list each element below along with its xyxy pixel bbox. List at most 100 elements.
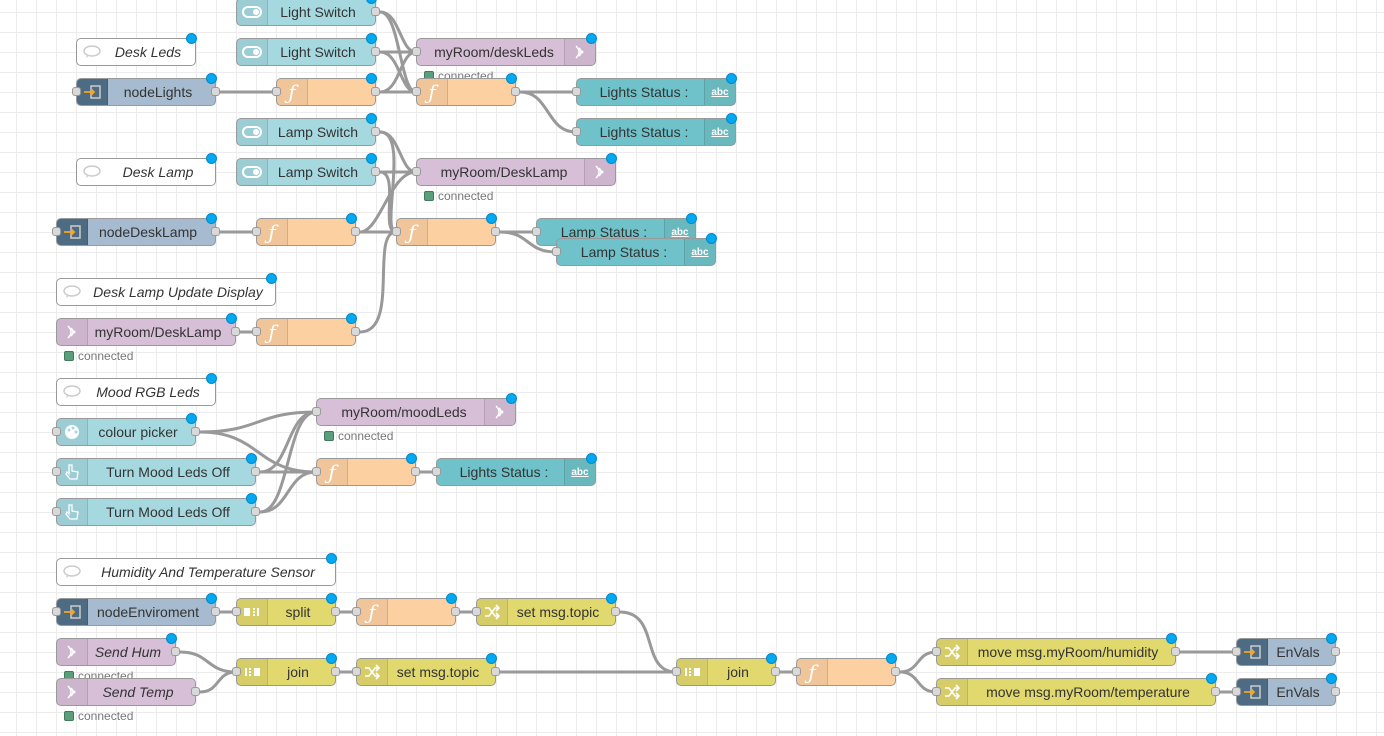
output-port[interactable] xyxy=(511,87,520,96)
lamp-switch-node[interactable]: Lamp Switch xyxy=(236,153,380,186)
comment-node[interactable]: Desk Lamp Update Display xyxy=(56,273,277,306)
input-port[interactable] xyxy=(572,87,581,96)
function-node[interactable]: ƒ xyxy=(252,313,360,346)
function-node[interactable]: ƒ xyxy=(252,213,360,246)
text-output-node[interactable]: Lights Status : abc xyxy=(432,453,597,486)
input-port[interactable] xyxy=(392,227,401,236)
input-port[interactable] xyxy=(252,227,261,236)
function-node[interactable]: ƒ xyxy=(392,213,500,246)
split-node[interactable]: split xyxy=(232,593,340,626)
mqtt-in-node[interactable]: Send Hum xyxy=(56,633,180,666)
link-in-node[interactable]: nodeLights xyxy=(72,73,220,106)
output-port[interactable] xyxy=(1211,687,1220,696)
output-port[interactable] xyxy=(331,607,340,616)
input-port[interactable] xyxy=(572,127,581,136)
comment-node[interactable]: Mood RGB Leds xyxy=(56,373,217,406)
lamp-switch-node[interactable]: Lamp Switch xyxy=(236,113,380,146)
text-output-node[interactable]: Lights Status : abc xyxy=(572,73,737,106)
output-port[interactable] xyxy=(371,47,380,56)
output-port[interactable] xyxy=(1331,687,1340,696)
input-port[interactable] xyxy=(52,607,61,616)
mqtt-out-node[interactable]: myRoom/DeskLamp xyxy=(412,153,617,186)
output-port[interactable] xyxy=(491,227,500,236)
input-port[interactable] xyxy=(52,467,61,476)
change-node[interactable]: set msg.topic xyxy=(352,653,500,686)
output-port[interactable] xyxy=(251,467,260,476)
input-port[interactable] xyxy=(52,227,61,236)
mqtt-in-node[interactable]: myRoom/DeskLamp xyxy=(56,313,240,346)
function-node[interactable]: ƒ xyxy=(272,73,380,106)
comment-node[interactable]: Desk Leds xyxy=(76,33,197,66)
output-port[interactable] xyxy=(491,667,500,676)
output-port[interactable] xyxy=(251,507,260,516)
input-port[interactable] xyxy=(932,687,941,696)
output-port[interactable] xyxy=(371,7,380,16)
colour-picker-node[interactable]: colour picker xyxy=(52,413,200,446)
join-node[interactable]: join xyxy=(232,653,340,686)
input-port[interactable] xyxy=(72,87,81,96)
output-port[interactable] xyxy=(191,427,200,436)
function-node[interactable]: ƒ xyxy=(312,453,420,486)
link-in-node[interactable]: nodeEnviroment xyxy=(52,593,220,626)
light-switch-node[interactable]: Light Switch xyxy=(236,33,380,66)
join-node[interactable]: join xyxy=(672,653,780,686)
button-node[interactable]: Turn Mood Leds Off xyxy=(52,453,260,486)
output-port[interactable] xyxy=(331,667,340,676)
output-port[interactable] xyxy=(211,607,220,616)
input-port[interactable] xyxy=(232,607,241,616)
output-port[interactable] xyxy=(891,667,900,676)
output-port[interactable] xyxy=(351,227,360,236)
change-node[interactable]: move msg.myRoom/humidity xyxy=(932,633,1180,666)
output-port[interactable] xyxy=(191,687,200,696)
output-port[interactable] xyxy=(351,327,360,336)
output-port[interactable] xyxy=(451,607,460,616)
input-port[interactable] xyxy=(792,667,801,676)
comment-node[interactable]: Desk Lamp xyxy=(76,153,217,186)
link-in-node[interactable]: EnVals xyxy=(1232,633,1340,666)
light-switch-node[interactable]: Light Switch xyxy=(236,0,380,26)
output-port[interactable] xyxy=(371,167,380,176)
input-port[interactable] xyxy=(672,667,681,676)
comment-node[interactable]: Humidity And Temperature Sensor xyxy=(56,553,337,586)
mqtt-out-node[interactable]: myRoom/deskLeds xyxy=(412,33,597,66)
output-port[interactable] xyxy=(231,327,240,336)
output-port[interactable] xyxy=(211,87,220,96)
button-node[interactable]: Turn Mood Leds Off xyxy=(52,493,260,526)
input-port[interactable] xyxy=(232,667,241,676)
input-port[interactable] xyxy=(252,327,261,336)
mqtt-in-node[interactable]: Send Temp xyxy=(56,678,200,706)
change-node[interactable]: move msg.myRoom/temperature xyxy=(932,673,1220,706)
text-output-node[interactable]: Lights Status : abc xyxy=(572,113,737,146)
output-port[interactable] xyxy=(411,467,420,476)
input-port[interactable] xyxy=(52,427,61,436)
input-port[interactable] xyxy=(1232,647,1241,656)
function-node[interactable]: ƒ xyxy=(412,73,520,106)
output-port[interactable] xyxy=(771,667,780,676)
input-port[interactable] xyxy=(272,87,281,96)
output-port[interactable] xyxy=(371,127,380,136)
input-port[interactable] xyxy=(472,607,481,616)
input-port[interactable] xyxy=(412,47,421,56)
input-port[interactable] xyxy=(312,467,321,476)
output-port[interactable] xyxy=(371,87,380,96)
output-port[interactable] xyxy=(611,607,620,616)
mqtt-out-node[interactable]: myRoom/moodLeds xyxy=(312,393,517,426)
output-port[interactable] xyxy=(1331,647,1340,656)
function-node[interactable]: ƒ xyxy=(352,593,460,626)
link-in-node[interactable]: EnVals xyxy=(1232,673,1340,706)
input-port[interactable] xyxy=(552,247,561,256)
output-port[interactable] xyxy=(211,227,220,236)
input-port[interactable] xyxy=(932,647,941,656)
input-port[interactable] xyxy=(52,507,61,516)
input-port[interactable] xyxy=(412,167,421,176)
text-output-node[interactable]: Lamp Status : abc xyxy=(552,233,717,266)
input-port[interactable] xyxy=(352,667,361,676)
link-in-node[interactable]: nodeDeskLamp xyxy=(52,213,220,246)
input-port[interactable] xyxy=(412,87,421,96)
input-port[interactable] xyxy=(1232,687,1241,696)
input-port[interactable] xyxy=(352,607,361,616)
function-node[interactable]: ƒ xyxy=(792,653,900,686)
output-port[interactable] xyxy=(171,647,180,656)
input-port[interactable] xyxy=(532,227,541,236)
input-port[interactable] xyxy=(432,467,441,476)
